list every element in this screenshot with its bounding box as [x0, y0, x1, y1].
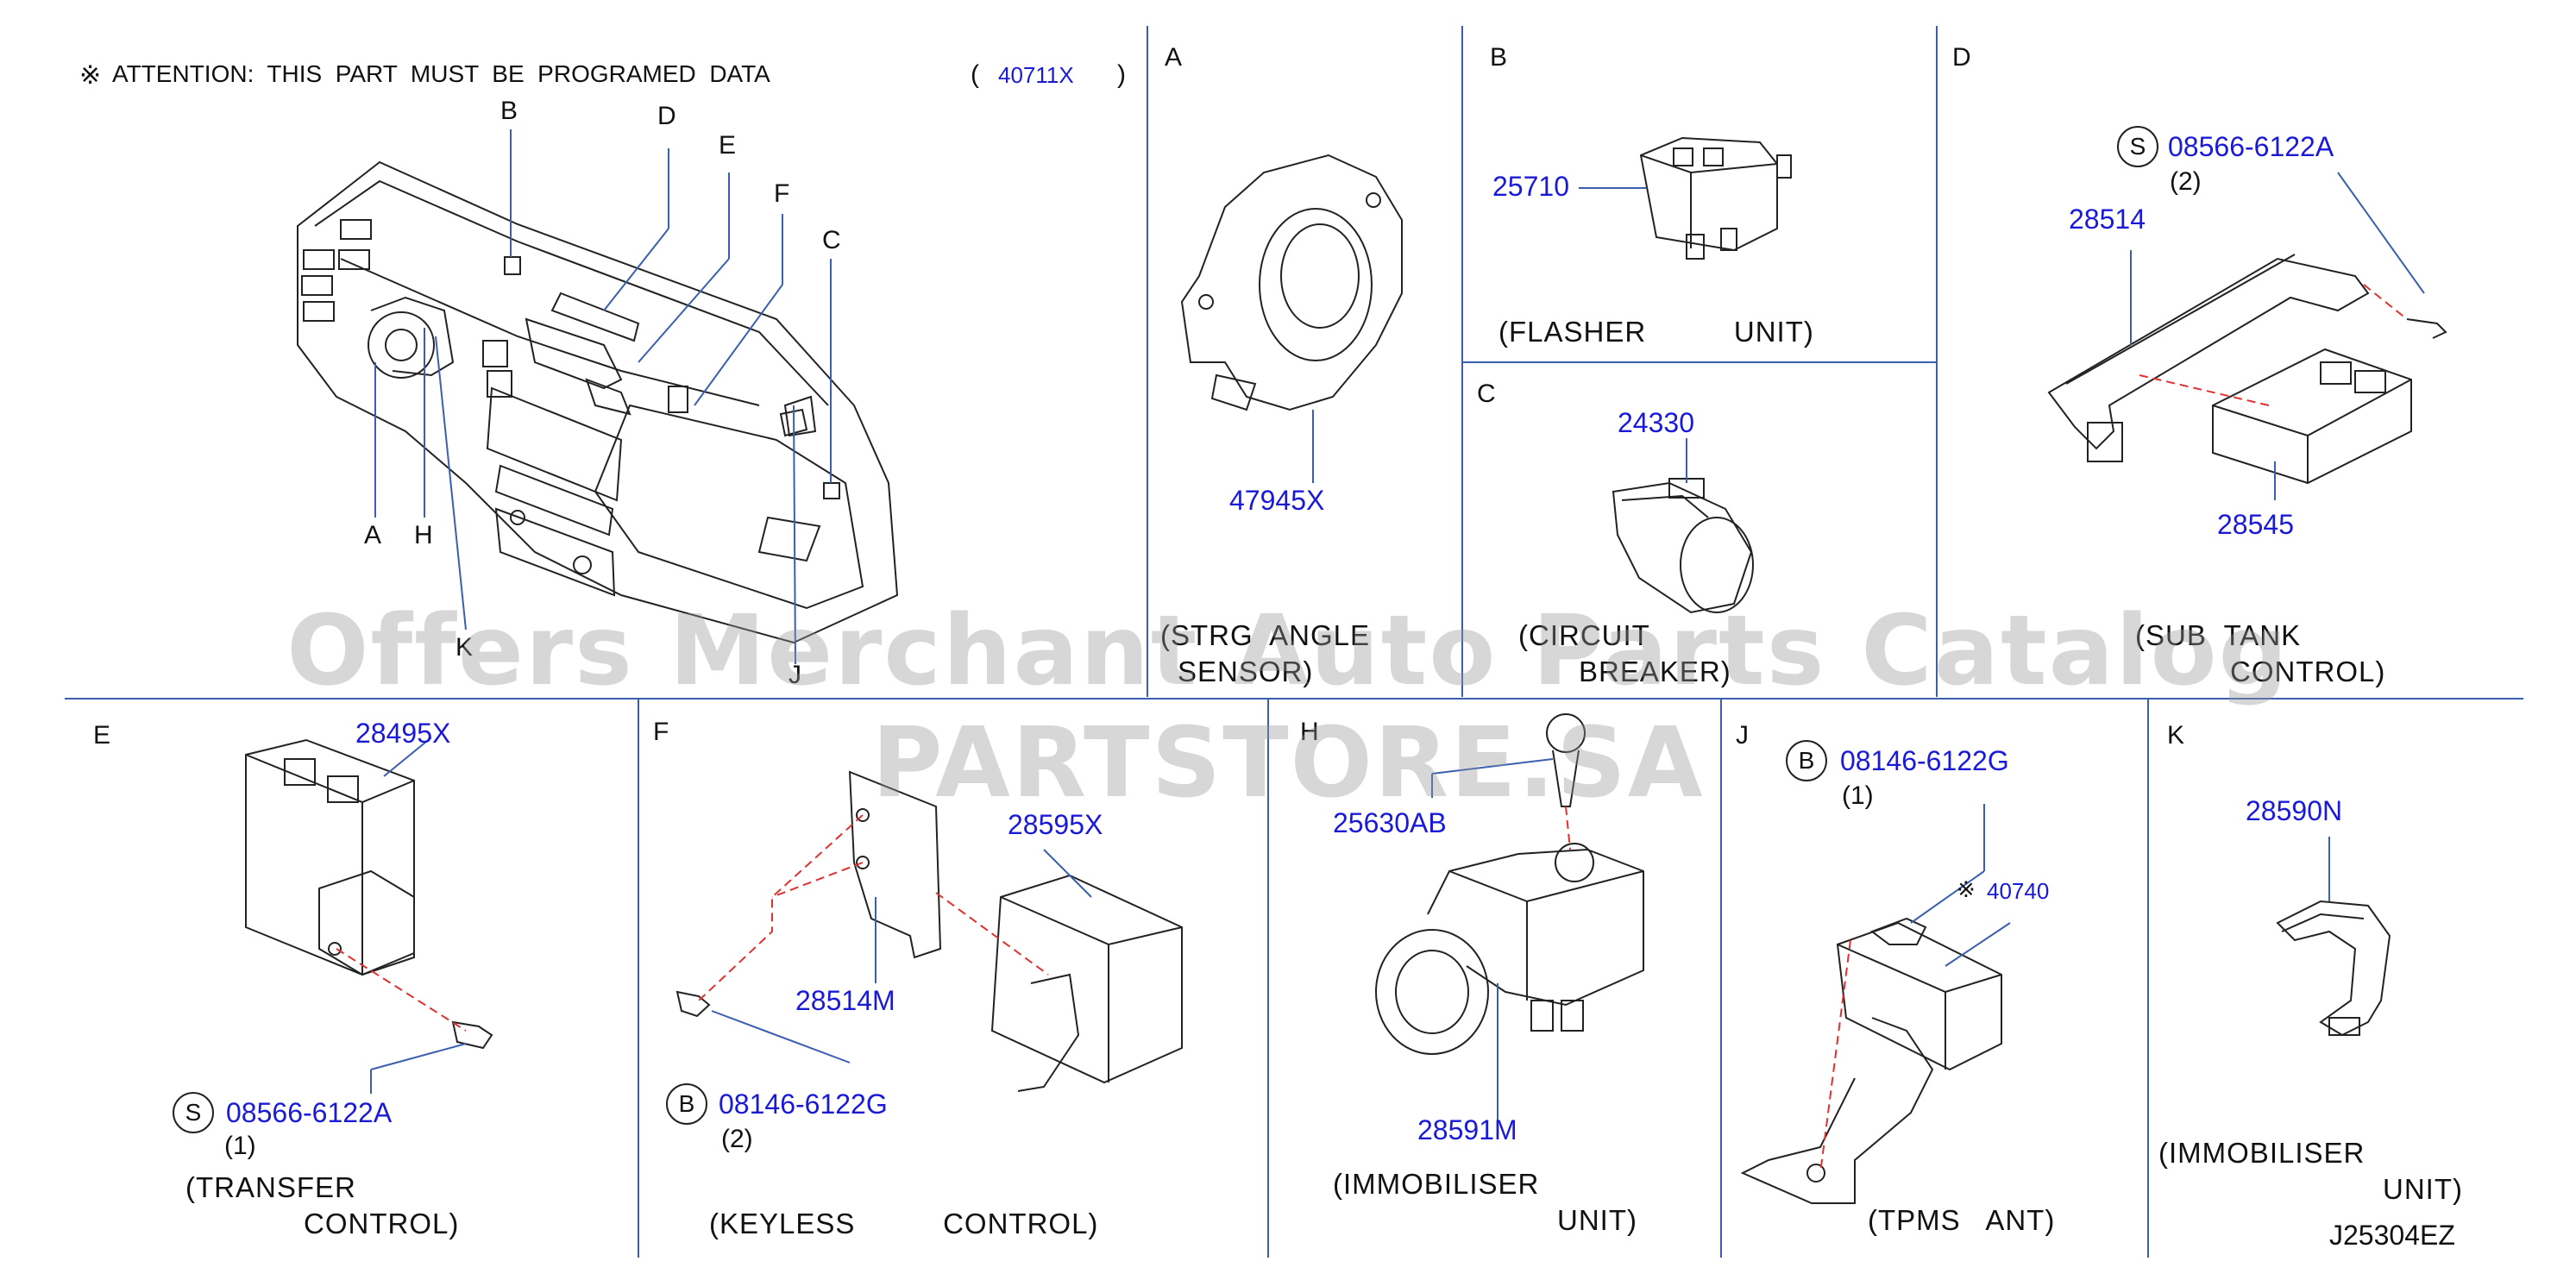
- panel-b-part: 25710: [1492, 171, 1569, 202]
- panel-d-bolt-qty: (2): [2170, 167, 2202, 196]
- panel-h-letter: H: [1300, 718, 1319, 746]
- callout-k: K: [456, 633, 474, 662]
- panel-k-caption-2: UNIT): [2383, 1173, 2463, 1205]
- panel-d-letter: D: [1952, 43, 1971, 72]
- data-code-open: (: [971, 60, 979, 89]
- panel-j-bolt-marker: B: [1786, 740, 1827, 781]
- dashboard-overview-drawing: [297, 160, 899, 644]
- attention-mark: ※: [79, 61, 102, 90]
- panel-f-letter: F: [653, 718, 669, 746]
- transfer-control-drawing: [245, 738, 493, 1050]
- panel-j-caption: (TPMS ANT): [1868, 1204, 2056, 1236]
- panel-d-caption-2: CONTROL): [2230, 656, 2386, 687]
- circuit-breaker-drawing: [1612, 478, 1754, 614]
- immobiliser-unit-drawing: [1375, 713, 1644, 1055]
- panel-d-bolt-marker: S: [2117, 126, 2158, 167]
- callout-c: C: [822, 226, 841, 254]
- panel-a-caption-2: SENSOR): [1178, 656, 1314, 687]
- panel-d-bracket-part: 28514: [2069, 204, 2146, 235]
- callout-e: E: [719, 131, 737, 160]
- panel-j-mark: ※: [1957, 876, 1976, 902]
- diagram-code: J25304EZ: [2329, 1220, 2455, 1251]
- sub-tank-control-drawing: [2047, 254, 2447, 485]
- panel-k-letter: K: [2167, 721, 2185, 750]
- panel-d-caption-1: (SUB TANK: [2135, 619, 2302, 651]
- tpms-antenna-drawing: [1740, 917, 2002, 1204]
- panel-f-unit-part: 28595X: [1008, 809, 1103, 840]
- panel-k-caption-1: (IMMOBILISER: [2158, 1137, 2366, 1169]
- panel-a-caption-1: (STRG ANGLE: [1160, 619, 1371, 651]
- data-code: 40711X: [998, 62, 1074, 88]
- panel-b-caption: (FLASHER UNIT): [1498, 316, 1814, 348]
- panel-k-part: 28590N: [2246, 795, 2343, 826]
- panel-c-caption-2: BREAKER): [1579, 656, 1731, 687]
- panel-a-letter: A: [1165, 43, 1183, 72]
- panel-j-bolt-qty: (1): [1842, 781, 1874, 810]
- overview-leaders: [374, 129, 832, 665]
- panel-h-caption-1: (IMMOBILISER: [1333, 1168, 1540, 1200]
- callout-h: H: [414, 521, 433, 549]
- flasher-unit-drawing: [1639, 136, 1792, 260]
- panel-f-caption: (KEYLESS CONTROL): [709, 1208, 1099, 1239]
- attention-text: ATTENTION: THIS PART MUST BE PROGRAMED D…: [112, 60, 770, 87]
- panel-f-bracket-part: 28514M: [795, 985, 895, 1016]
- callout-a: A: [364, 521, 382, 549]
- panel-j-bolt-part: 08146-6122G: [1840, 745, 2009, 776]
- callout-b: B: [500, 97, 518, 125]
- panel-e-bolt-marker: S: [173, 1092, 214, 1133]
- watermark: Offers Merchant Auto Parts Catalog PARTS…: [286, 595, 2290, 819]
- panel-c-part: 24330: [1618, 407, 1694, 438]
- panel-c-letter: C: [1477, 380, 1496, 408]
- panel-c-caption-1: (CIRCUIT: [1518, 619, 1650, 651]
- panel-e-caption-1: (TRANSFER: [185, 1171, 356, 1203]
- panel-h-screw-part: 25630AB: [1333, 807, 1447, 838]
- panel-e-bolt-qty: (1): [224, 1132, 256, 1160]
- panel-f-bolt-marker: B: [666, 1083, 707, 1125]
- panel-d-bolt-part: 08566-6122A: [2168, 131, 2334, 162]
- panel-e-caption-2: CONTROL): [304, 1208, 460, 1239]
- panel-b-letter: B: [1490, 43, 1508, 72]
- callout-d: D: [657, 102, 676, 130]
- panel-j-letter: J: [1736, 721, 1749, 750]
- data-code-close: ): [1117, 60, 1126, 89]
- panel-f-bolt-part: 08146-6122G: [719, 1089, 888, 1120]
- panel-h-caption-2: UNIT): [1557, 1204, 1637, 1236]
- panel-e-bolt-part: 08566-6122A: [226, 1097, 393, 1128]
- panel-f-bolt-qty: (2): [721, 1125, 753, 1153]
- immobiliser-ring-drawing: [2276, 900, 2391, 1037]
- steering-angle-sensor-drawing: [1180, 154, 1403, 411]
- callout-f: F: [774, 179, 790, 208]
- keyless-control-drawing: [675, 770, 1183, 1092]
- panel-e-letter: E: [93, 721, 111, 750]
- panel-d-unit-part: 28545: [2217, 509, 2294, 540]
- panel-j-unit-part: 40740: [1987, 878, 2050, 904]
- panel-a-part: 47945X: [1229, 485, 1325, 516]
- panel-e-part: 28495X: [355, 718, 451, 749]
- panel-h-unit-part: 28591M: [1417, 1114, 1517, 1145]
- callout-j: J: [789, 661, 801, 689]
